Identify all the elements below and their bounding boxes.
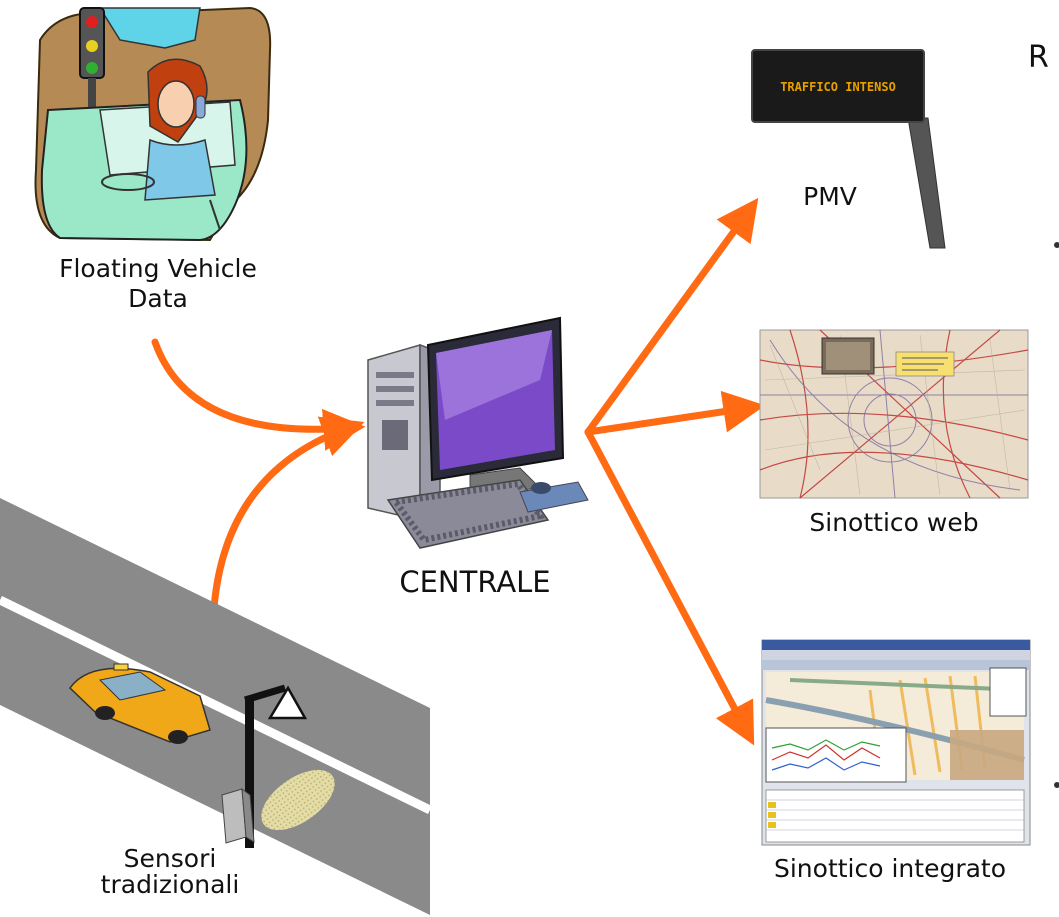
sensors-line-1: Sensori bbox=[123, 844, 217, 873]
pmv-sign-illustration: TRAFFICO INTENSO bbox=[751, 49, 946, 249]
web-map-thumbnail bbox=[759, 329, 1029, 499]
floating-vehicle-illustration bbox=[34, 6, 272, 242]
integrated-system-thumbnail bbox=[761, 639, 1031, 846]
bullet-icon bbox=[1054, 782, 1059, 788]
sensors-line-2: tradizionali bbox=[100, 870, 240, 900]
vms-message: TRAFFICO INTENSO bbox=[780, 80, 896, 94]
label-sinottico-integrato: Sinottico integrato bbox=[773, 854, 1007, 883]
arrow-central-to-integrated bbox=[584, 428, 755, 746]
label-floating-vehicle-data: Floating Vehicle Data bbox=[0, 254, 316, 314]
fvd-line-1: Floating Vehicle bbox=[59, 254, 257, 283]
arrow-sensors-to-central bbox=[209, 416, 365, 629]
label-sinottico-web: Sinottico web bbox=[809, 508, 979, 537]
fvd-line-2: Data bbox=[128, 284, 188, 313]
label-pmv: PMV bbox=[803, 182, 857, 211]
cropped-heading-letter: R bbox=[1028, 40, 1049, 75]
computer-illustration bbox=[367, 316, 589, 549]
label-central: CENTRALE bbox=[399, 565, 551, 599]
arrow-central-to-pmv bbox=[584, 197, 759, 436]
arrow-central-to-web bbox=[584, 390, 766, 436]
label-sensori-tradizionali: Sensori tradizionali bbox=[50, 844, 290, 900]
arrow-fvd-to-central bbox=[151, 338, 366, 451]
taxi-illustration bbox=[69, 663, 211, 744]
bullet-icon bbox=[1054, 242, 1059, 248]
